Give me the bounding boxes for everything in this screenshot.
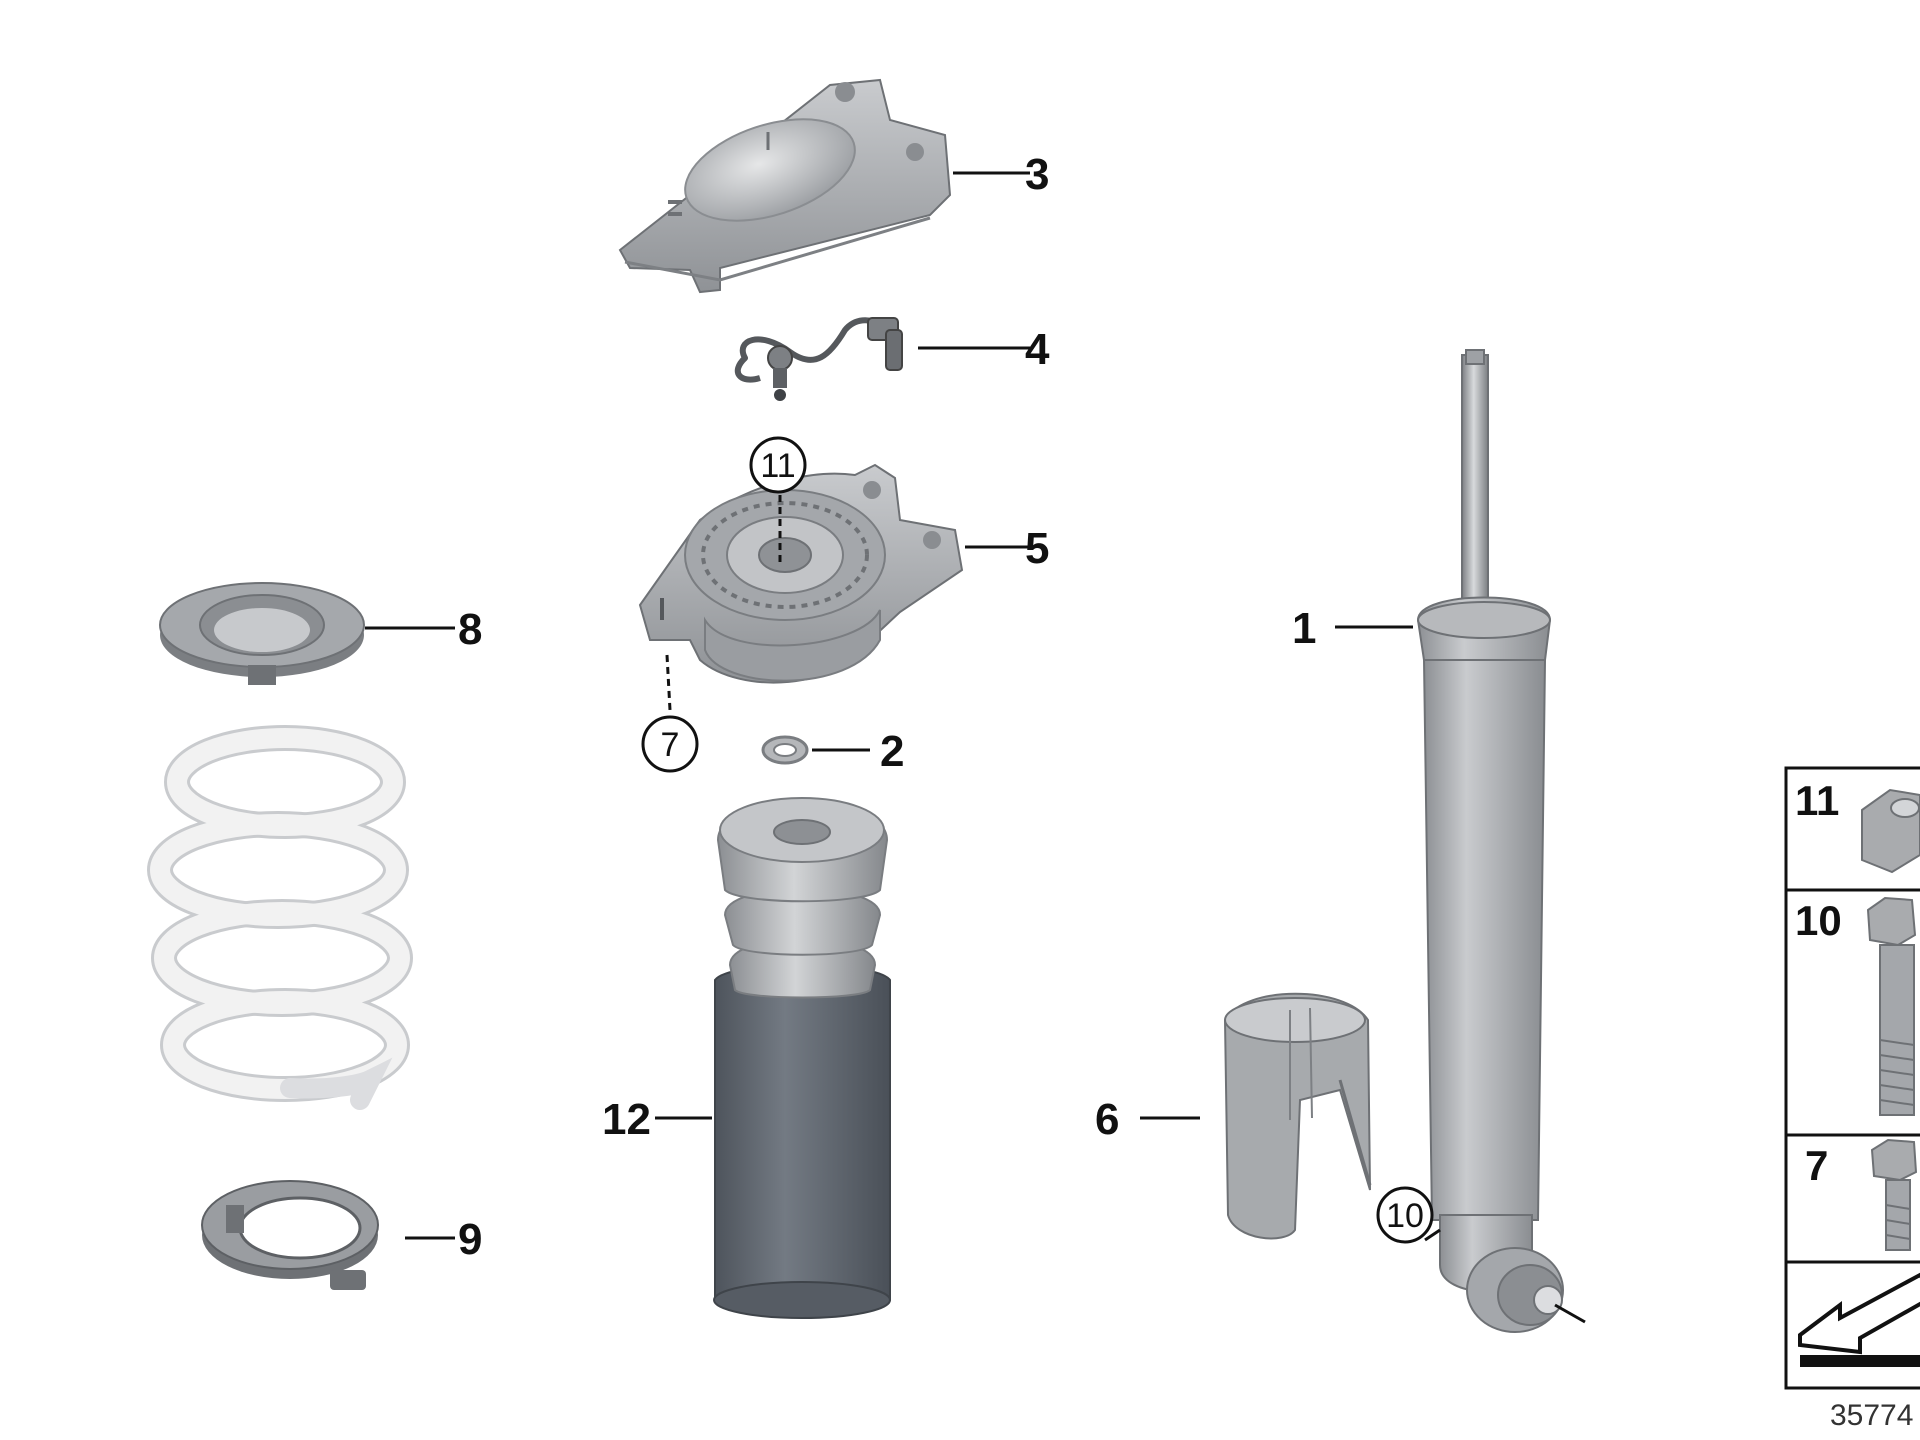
inset-label-7: 7: [1805, 1142, 1828, 1189]
callout-5: 5: [1025, 524, 1049, 573]
nut-icon: [1861, 788, 1920, 874]
direction-arrow-icon: [1798, 1272, 1920, 1367]
circled-10: 10: [1386, 1197, 1424, 1235]
callout-1: 1: [1292, 604, 1316, 653]
part-4-sensor-cable: [734, 317, 903, 401]
long-bolt-icon: [1866, 896, 1917, 1116]
fastener-inset: 11 10 7: [1784, 766, 1920, 1390]
part-5-strut-mount: [638, 463, 964, 684]
part-12-bump-stop-boot: [713, 797, 891, 1319]
circled-11: 11: [760, 447, 795, 485]
callout-9: 9: [458, 1215, 482, 1264]
leader-lines: [365, 171, 1441, 1242]
callout-6: 6: [1095, 1095, 1119, 1144]
part-6-shield: [1223, 992, 1372, 1240]
callout-12: 12: [602, 1095, 651, 1144]
callout-labels: 1 2 3 4 5 6 8 9 12: [458, 150, 1316, 1264]
short-bolt-icon: [1870, 1138, 1918, 1251]
part-2-washer: [761, 735, 809, 765]
diagram-id: 35774: [1830, 1399, 1913, 1432]
callout-8: 8: [458, 605, 482, 654]
part-8-upper-spring-pad: [159, 582, 365, 685]
callout-3: 3: [1025, 150, 1049, 199]
circled-7: 7: [661, 726, 680, 764]
part-9-lower-spring-pad: [201, 1180, 379, 1290]
inset-label-11: 11: [1795, 777, 1839, 824]
coil-spring: [147, 725, 413, 1110]
part-3-upper-mount-plate: [618, 78, 952, 294]
part-1-shock-absorber: [1416, 349, 1586, 1333]
callout-2: 2: [880, 727, 904, 776]
circled-callouts: 11 7 10: [641, 436, 1434, 1244]
callout-4: 4: [1025, 325, 1050, 374]
inset-label-10: 10: [1795, 897, 1842, 944]
